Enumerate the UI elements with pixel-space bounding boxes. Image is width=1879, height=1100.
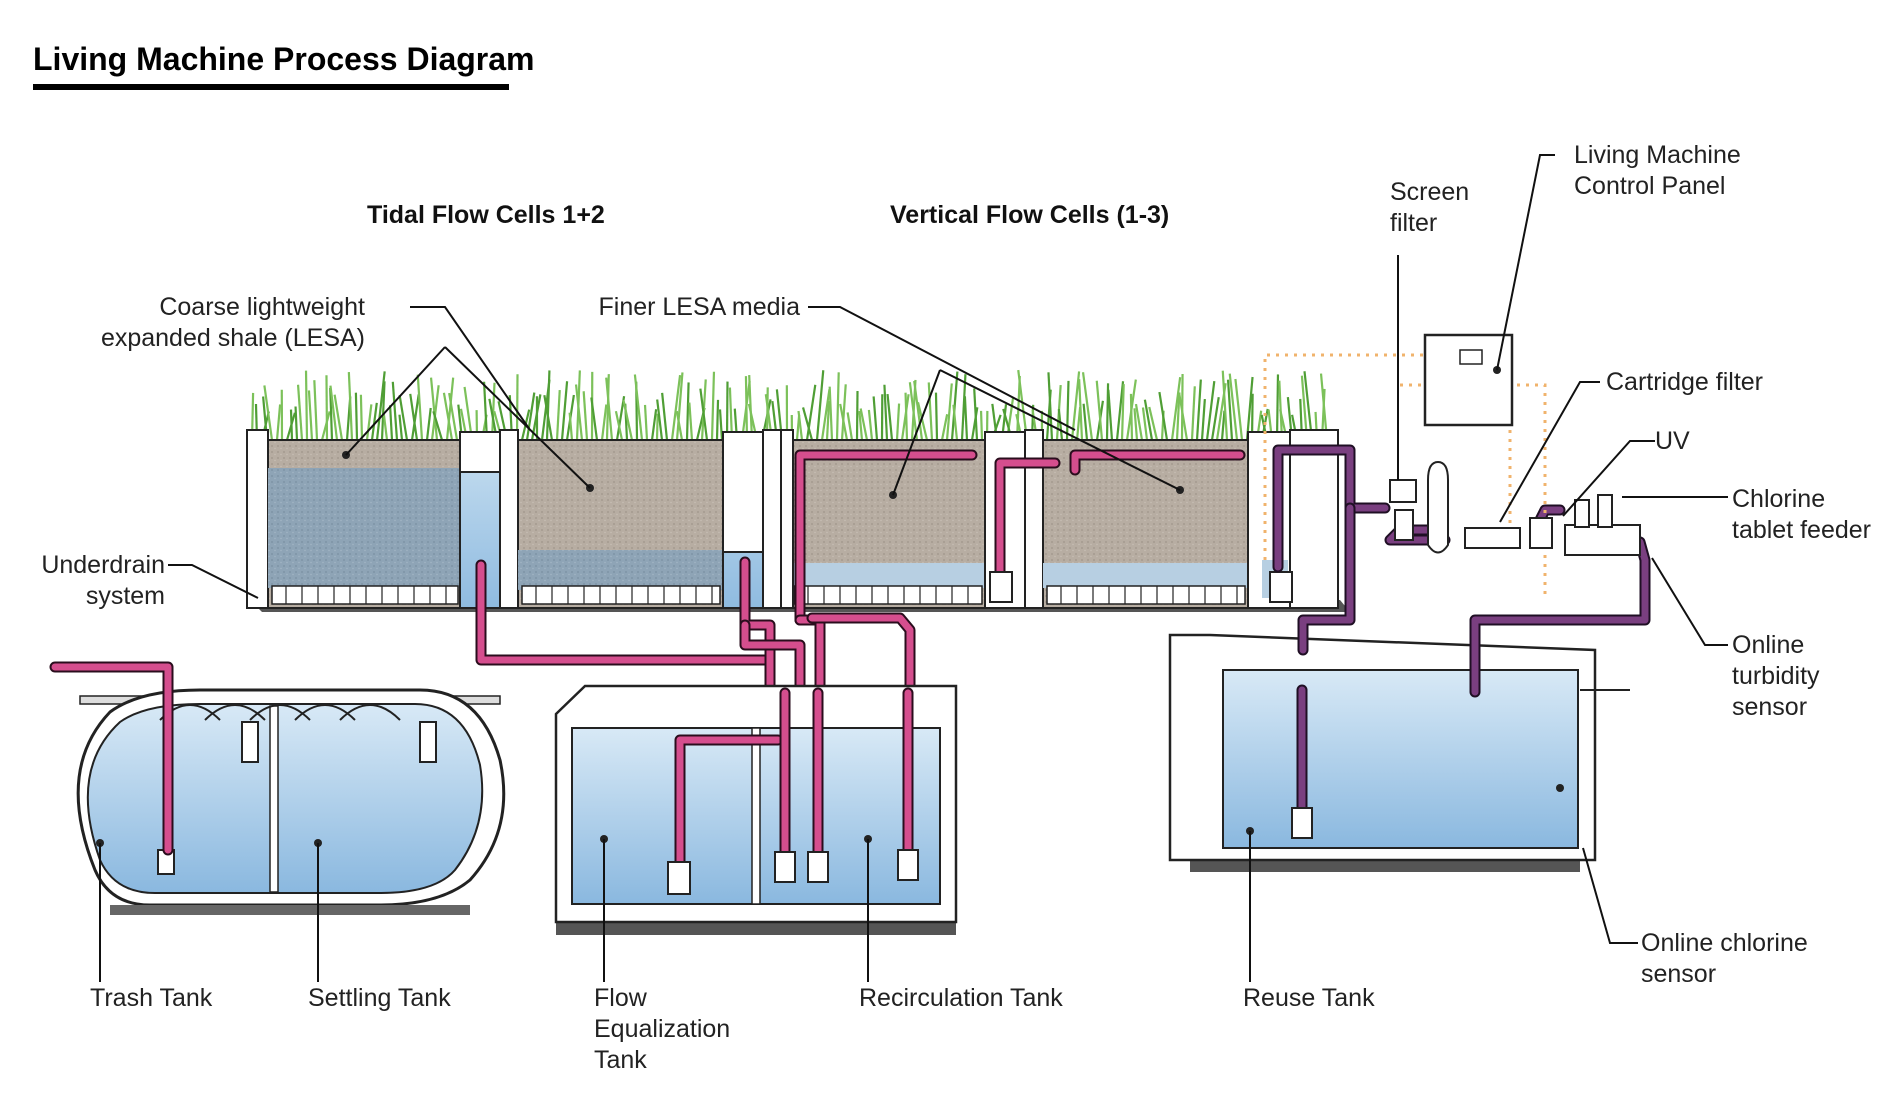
label-recirculation-tank: Recirculation Tank [859, 984, 1063, 1012]
label-chlorine-feeder-2: tablet feeder [1732, 516, 1871, 544]
riser-pump-3 [989, 571, 1013, 603]
label-chlorine-feeder: Chlorine [1732, 485, 1825, 513]
diagram-title: Living Machine Process Diagram [33, 41, 535, 77]
label-flow-eq-tank-3: Tank [594, 1046, 647, 1074]
label-underdrain: Underdrain [41, 551, 165, 579]
label-control-panel: Living Machine [1574, 141, 1741, 169]
filtration-equipment [1389, 460, 1641, 556]
label-control-panel-2: Control Panel [1574, 172, 1725, 200]
septic-shadow [110, 905, 470, 915]
control-panel-box [1423, 333, 1514, 427]
label-coarse-lesa-2: expanded shale (LESA) [101, 324, 365, 352]
riser-pump-4 [1269, 571, 1293, 603]
label-uv: UV [1655, 427, 1690, 455]
label-trash-tank: Trash Tank [90, 984, 213, 1012]
label-coarse-lesa: Coarse lightweight [159, 293, 365, 321]
label-settling-tank: Settling Tank [308, 984, 451, 1012]
title-underline [33, 84, 509, 90]
label-chlorine-sensor: Online chlorine [1641, 929, 1808, 957]
label-turbidity-sensor-2: turbidity [1732, 662, 1820, 690]
label-reuse-tank: Reuse Tank [1243, 984, 1375, 1012]
equalization-tank [554, 684, 958, 935]
tidal-flow-heading: Tidal Flow Cells 1+2 [367, 201, 605, 229]
label-turbidity-sensor: Online [1732, 631, 1804, 659]
label-chlorine-sensor-2: sensor [1641, 960, 1716, 988]
label-turbidity-sensor-3: sensor [1732, 693, 1807, 721]
label-flow-eq-tank-2: Equalization [594, 1015, 730, 1043]
wetland-cells [246, 429, 1339, 609]
label-flow-eq-tank: Flow [594, 984, 648, 1012]
label-finer-lesa: Finer LESA media [599, 293, 801, 321]
wetland-grass [250, 369, 1329, 441]
label-screen-filter-2: filter [1390, 209, 1437, 237]
vertical-flow-heading: Vertical Flow Cells (1-3) [890, 201, 1169, 229]
label-underdrain-2: system [86, 582, 165, 610]
label-screen-filter: Screen [1390, 178, 1469, 206]
reuse-tank [1168, 633, 1630, 872]
label-cartridge-filter: Cartridge filter [1606, 368, 1763, 396]
septic-tank [76, 688, 506, 907]
